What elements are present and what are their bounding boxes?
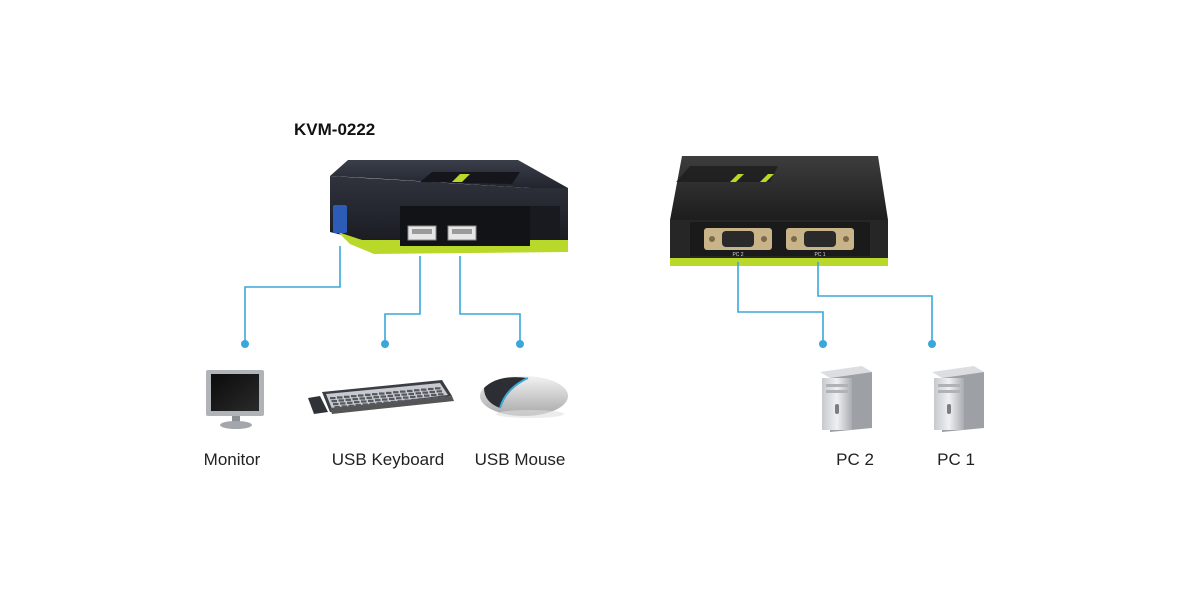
keyboard-key xyxy=(438,393,444,396)
monitor-connector xyxy=(244,246,341,344)
keyboard-key xyxy=(375,399,381,402)
keyboard-key xyxy=(429,390,435,394)
keyboard-key xyxy=(424,394,430,397)
pc2-connector xyxy=(737,262,824,344)
model-title: KVM-0222 xyxy=(294,120,376,139)
keyboard-key xyxy=(389,397,395,400)
keyboard-key xyxy=(351,395,357,398)
monitor-port xyxy=(333,205,347,233)
keyboard-key xyxy=(435,387,441,390)
keyboard-key xyxy=(415,392,421,395)
keyboard-key xyxy=(331,400,337,403)
keyboard-key xyxy=(330,397,336,400)
keyboard-key xyxy=(396,397,402,400)
kvm-back-device: PC 2 PC 1 xyxy=(670,156,888,266)
keyboard-key xyxy=(338,399,344,402)
keyboard-key xyxy=(432,396,438,400)
keyboard-key xyxy=(422,391,428,394)
port-label-pc2: PC 2 xyxy=(732,252,743,258)
pc2-vga-port xyxy=(704,228,772,250)
keyboard-key xyxy=(403,396,409,399)
keyboard-key xyxy=(365,393,371,396)
keyboard-icon xyxy=(308,380,454,414)
keyboard-key xyxy=(382,398,388,401)
keyboard-key xyxy=(361,400,367,403)
keyboard-key xyxy=(400,390,406,393)
keyboard-key xyxy=(436,390,442,393)
keyboard-key xyxy=(337,396,343,399)
keyboard-key xyxy=(354,401,360,404)
pc1-label: PC 1 xyxy=(937,450,975,469)
keyboard-key xyxy=(369,402,375,405)
monitor-connector-endpoint xyxy=(241,340,249,348)
keyboard-key xyxy=(411,398,417,402)
keyboard-key xyxy=(355,404,361,407)
usb-mouse-label: USB Mouse xyxy=(474,450,566,469)
keyboard-key xyxy=(393,391,399,394)
monitor-icon xyxy=(206,370,264,429)
keyboard-key xyxy=(431,393,437,397)
keyboard-key xyxy=(373,396,379,399)
keyboard-key xyxy=(352,398,358,401)
keyboard-key xyxy=(421,388,427,391)
monitor-label: Monitor xyxy=(203,450,261,469)
keyboard-key xyxy=(428,387,434,391)
port-label-pc1: PC 1 xyxy=(814,252,825,258)
keyboard-key xyxy=(344,395,350,398)
keyboard-key xyxy=(348,404,354,407)
mouse-connector xyxy=(459,256,521,344)
keyboard-key xyxy=(394,394,400,397)
pc1-tower-icon xyxy=(932,366,984,432)
keyboard-key xyxy=(439,396,445,399)
keyboard-key xyxy=(341,405,347,408)
keyboard-key xyxy=(386,391,392,394)
keyboard-key xyxy=(407,389,413,393)
pc1-connector-endpoint xyxy=(928,340,936,348)
pc2-label: PC 2 xyxy=(836,450,874,469)
keyboard-key xyxy=(368,399,374,402)
kvm-front-device xyxy=(330,160,568,254)
keyboard-key xyxy=(383,401,389,404)
keyboard-key xyxy=(359,397,365,400)
mouse-icon xyxy=(480,376,568,418)
keyboard-key xyxy=(345,398,351,401)
pc2-tower-icon xyxy=(820,366,872,432)
pc1-vga-port xyxy=(786,228,854,250)
keyboard-key xyxy=(418,398,424,401)
keyboard-key xyxy=(376,402,382,405)
pc1-connector xyxy=(817,262,933,344)
keyboard-key xyxy=(404,399,410,402)
keyboard-key xyxy=(397,400,403,403)
keyboard-key xyxy=(347,401,353,404)
pc2-connector-endpoint xyxy=(819,340,827,348)
connector-lines xyxy=(244,246,933,344)
keyboard-key xyxy=(340,402,346,405)
keyboard-connector-endpoint xyxy=(381,340,389,348)
keyboard-key xyxy=(425,397,431,400)
keyboard-key xyxy=(372,393,378,396)
keyboard-key xyxy=(333,403,339,406)
connector-endpoints xyxy=(241,340,936,348)
keyboard-key xyxy=(408,392,414,396)
keyboard-key xyxy=(379,392,385,395)
keyboard-key xyxy=(380,395,386,398)
usb-keyboard-label: USB Keyboard xyxy=(331,450,445,469)
top-display-slot xyxy=(420,172,520,184)
keyboard-key xyxy=(417,395,423,398)
keyboard-key xyxy=(358,394,364,397)
keyboard-key xyxy=(410,395,416,399)
keyboard-key xyxy=(334,406,340,409)
keyboard-key xyxy=(390,400,396,403)
keyboard-key xyxy=(362,403,368,406)
keyboard-connector xyxy=(384,256,421,344)
keyboard-key xyxy=(414,389,420,392)
keyboard-key xyxy=(401,393,407,396)
keyboard-key xyxy=(387,394,393,397)
mouse-connector-endpoint xyxy=(516,340,524,348)
keyboard-key xyxy=(366,396,372,399)
